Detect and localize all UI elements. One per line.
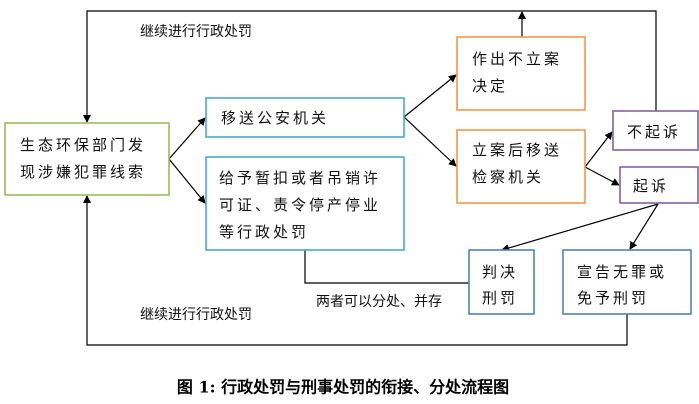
top-loop-line [83,10,657,123]
node-no-prosecution-box [612,110,699,151]
node-sentence-box [468,249,535,315]
connectors [83,10,659,346]
node-police-box [205,97,405,138]
node-police-line: 移送公安机关 [221,109,329,127]
node-admin-penalty-line: 可证、责令停产停业 [219,196,381,214]
node-admin-penalty-box [205,156,405,251]
arrow-to-police [168,117,206,160]
node-source-line: 生态环保部门发 [20,136,146,154]
node-case-filed-box [456,129,586,204]
node-admin-penalty-line: 给予暂扣或者吊销许 [219,169,381,187]
node-admin-penalty-line: 等行政处罚 [219,223,309,241]
arrow-to-prosecution [584,166,620,186]
node-no-case-line: 决定 [472,77,508,95]
node-no-prosecution-line: 不起诉 [627,123,681,141]
arrow-to-admin [168,158,206,204]
node-prosecution-line: 起诉 [633,177,669,195]
edge-labels: 继续进行行政处罚 继续进行行政处罚 两者可以分处、并存 [140,23,442,323]
node-no-case-box [456,36,586,111]
node-case-filed-line: 检察机关 [472,168,544,186]
node-no-case-line: 作出不立案 [472,50,562,68]
coexist-line [304,250,469,284]
node-sentence-line: 刑罚 [482,289,518,307]
arrow-to-case-filed [403,116,457,167]
arrow-to-no-prosecution [584,131,613,168]
node-source-line: 现涉嫌犯罪线索 [20,163,146,181]
node-sentence-line: 判决 [482,263,518,281]
node-acquittal-line: 宣告无罪或 [577,263,667,281]
arrow-to-no-case [403,74,457,118]
node-prosecution-box [619,166,699,204]
arrow-to-acquittal [629,203,659,250]
node-acquittal-line: 免予刑罚 [577,289,649,307]
figure-caption: 图 1: 行政处罚与刑事处罚的衔接、分处流程图 [177,378,509,397]
node-source-box [4,122,170,196]
node-case-filed-line: 立案后移送 [472,141,562,159]
label-continue-bottom: 继续进行行政处罚 [140,306,252,323]
label-continue-top: 继续进行行政处罚 [140,23,252,40]
arrow-to-sentence [501,203,659,252]
bottom-loop-line [83,195,628,346]
node-acquittal-box [562,249,692,315]
label-coexist: 两者可以分处、并存 [316,294,442,310]
node-labels: 生态环保部门发 现涉嫌犯罪线索 移送公安机关 给予暂扣或者吊销许 可证、责令停产… [20,50,681,307]
